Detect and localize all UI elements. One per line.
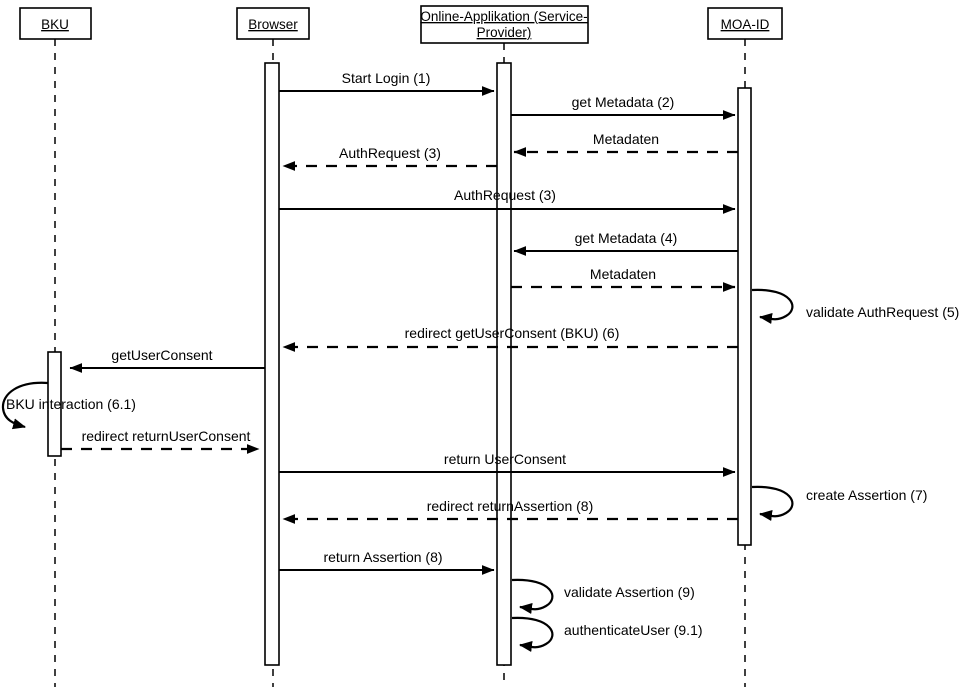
message-create-assertion[interactable]: create Assertion (7) <box>751 485 927 521</box>
message-label-validate-authrequest: validate AuthRequest (5) <box>806 304 959 320</box>
message-label-return-userconsent: return UserConsent <box>444 451 566 467</box>
lifeline-header-browser[interactable]: Browser <box>236 7 310 40</box>
message-validate-assertion[interactable]: validate Assertion (9) <box>511 578 695 614</box>
lifeline-box-browser <box>236 7 310 40</box>
message-redirect-getuserconsent[interactable]: redirect getUserConsent (BKU) (6) <box>282 325 738 352</box>
lifeline-header-sp[interactable]: Online-Applikation (Service- Provider) <box>420 5 589 44</box>
lifeline-label-bku: BKU <box>41 17 69 32</box>
lifeline-box-sp <box>420 5 589 44</box>
message-label-return-assertion: return Assertion (8) <box>323 549 442 565</box>
message-start-login[interactable]: Start Login (1) <box>279 70 495 96</box>
lifeline-box-moaid <box>707 7 783 40</box>
message-validate-authrequest[interactable]: validate AuthRequest (5) <box>751 288 959 324</box>
message-return-assertion[interactable]: return Assertion (8) <box>279 549 495 575</box>
lifeline-label-sp-line2: Provider) <box>477 25 532 40</box>
message-label-authrequest-3-response: AuthRequest (3) <box>339 145 441 161</box>
lifeline-label-moaid: MOA-ID <box>721 17 770 32</box>
message-arrow-bku-interaction <box>1 381 49 430</box>
message-label-get-metadata-4: get Metadata (4) <box>575 230 678 246</box>
message-label-redirect-returnassertion: redirect returnAssertion (8) <box>427 498 594 514</box>
message-label-redirect-returnuserconsent: redirect returnUserConsent <box>82 428 251 444</box>
message-label-bku-interaction: BKU interaction (6.1) <box>6 396 136 412</box>
message-redirect-returnuserconsent[interactable]: redirect returnUserConsent <box>61 428 260 454</box>
message-label-create-assertion: create Assertion (7) <box>806 487 927 503</box>
activation-bar-bku <box>47 351 62 457</box>
activation-bar-moaid <box>737 87 752 546</box>
message-label-validate-assertion: validate Assertion (9) <box>564 584 695 600</box>
message-authenticate-user[interactable]: authenticateUser (9.1) <box>511 616 703 652</box>
message-arrow-validate-authrequest <box>751 288 794 324</box>
lifeline-box-bku <box>19 7 92 40</box>
message-return-userconsent[interactable]: return UserConsent <box>279 451 736 477</box>
message-label-getuserconsent: getUserConsent <box>111 347 212 363</box>
message-arrow-create-assertion <box>751 485 794 521</box>
lifeline-header-moaid[interactable]: MOA-ID <box>707 7 783 40</box>
message-redirect-returnassertion[interactable]: redirect returnAssertion (8) <box>282 498 738 524</box>
activation-bar-browser <box>264 62 280 666</box>
message-get-metadata-4[interactable]: get Metadata (4) <box>513 230 738 256</box>
message-label-authrequest-3-forward: AuthRequest (3) <box>454 187 556 203</box>
message-metadaten-1[interactable]: Metadaten <box>513 131 738 157</box>
message-label-get-metadata-2: get Metadata (2) <box>572 94 675 110</box>
lifeline-headers: BKU Browser Online-Applikation (Service-… <box>19 5 783 44</box>
message-label-authenticate-user: authenticateUser (9.1) <box>564 622 703 638</box>
message-get-metadata-2[interactable]: get Metadata (2) <box>511 94 736 120</box>
activation-bars <box>47 62 752 666</box>
lifeline-label-sp-line1: Online-Applikation (Service- <box>420 9 587 24</box>
message-label-redirect-getuserconsent: redirect getUserConsent (BKU) (6) <box>405 325 620 341</box>
message-arrow-authenticate-user <box>511 616 554 652</box>
lifeline-header-bku[interactable]: BKU <box>19 7 92 40</box>
message-authrequest-3-response[interactable]: AuthRequest (3) <box>282 145 497 171</box>
message-authrequest-3-forward[interactable]: AuthRequest (3) <box>279 187 736 214</box>
message-arrow-validate-assertion <box>511 578 554 614</box>
lifeline-label-browser: Browser <box>248 17 298 32</box>
activation-bar-sp <box>496 62 512 666</box>
message-label-metadaten-1: Metadaten <box>593 131 659 147</box>
message-label-metadaten-2: Metadaten <box>590 266 656 282</box>
message-getuserconsent[interactable]: getUserConsent <box>69 347 265 373</box>
message-metadaten-2[interactable]: Metadaten <box>511 266 736 292</box>
message-bku-interaction[interactable]: BKU interaction (6.1) <box>1 381 136 430</box>
message-label-start-login: Start Login (1) <box>342 70 431 86</box>
